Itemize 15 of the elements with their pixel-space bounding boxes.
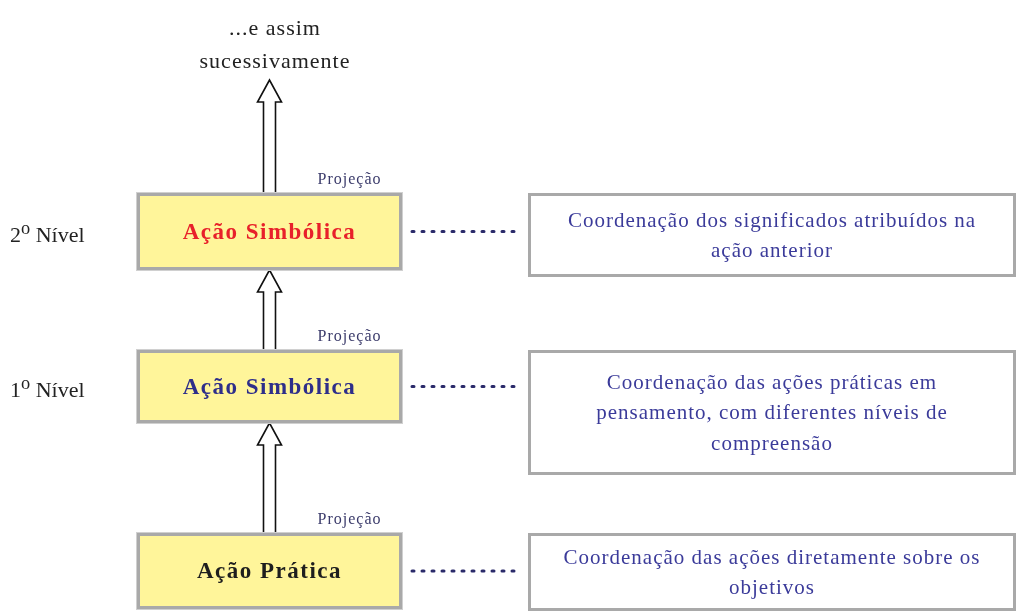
description-box: Coordenação das ações práticas em pensamento, com diferentes níveis de compreensão [528,350,1016,475]
edge-label: Projeção [317,511,382,527]
edge-label: Projeção [317,328,382,344]
action-box: Ação Simbólica [137,193,402,270]
level-label: 1$^{o}$ Nível [10,372,85,403]
action-box: Ação Prática [137,533,402,609]
hollow-arrow [256,78,283,194]
hollow-arrow [256,268,283,351]
description-box: Coordenação dos significados atribuídos na ação anterior [528,193,1016,277]
description-box: Coordenação das ações diretamente sobre os objetivos [528,533,1016,611]
edge-label: Projeção [317,171,382,187]
action-box: Ação Simbólica [137,350,402,423]
hollow-arrow [256,421,283,534]
level-label: 2$^{o}$ Nível [10,217,85,248]
note-text: ...e assim sucessivamente [170,8,380,80]
